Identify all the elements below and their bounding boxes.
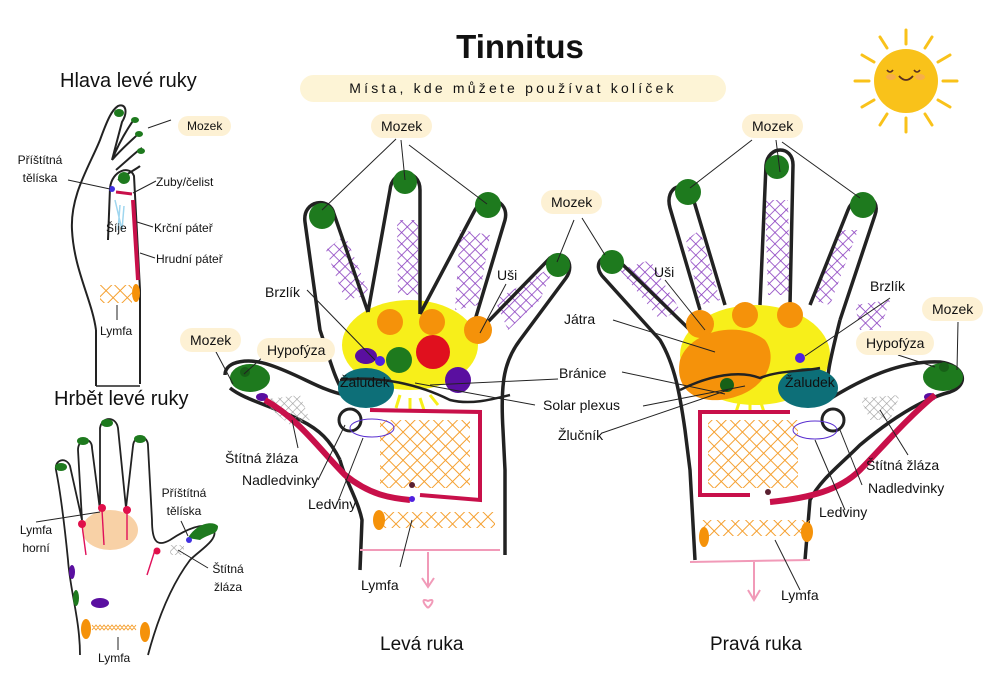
label-back-thyroid: Štítná žláza xyxy=(210,562,246,594)
label-back-parathyroid-line1: Příštítná xyxy=(161,486,207,500)
label-side-neck: Šíje xyxy=(106,221,127,235)
label-left-thymus: Brzlík xyxy=(265,284,300,300)
label-side-teeth: Zuby/čelist xyxy=(156,175,214,189)
left-hand-leader-lines xyxy=(214,138,575,568)
left-hand-drawing xyxy=(223,170,572,609)
side-hand-profile xyxy=(70,104,145,387)
label-left-ears: Uši xyxy=(497,267,518,283)
page-title: Tinnitus xyxy=(456,28,584,65)
label-left-adrenals: Nadledvinky xyxy=(242,472,319,488)
section-title-head-of-left-hand: Hlava levé ruky xyxy=(60,70,197,92)
label-left-brain-index: Mozek xyxy=(541,190,603,214)
label-back-thyroid-line1: Štítná xyxy=(212,562,244,576)
label-side-parathyroid: Příštítná tělíska xyxy=(15,153,65,185)
label-right-thymus: Brzlík xyxy=(870,278,905,294)
label-gallbladder: Žlučník xyxy=(558,427,604,443)
label-back-upper-lymph-line1: Lymfa xyxy=(19,523,53,537)
smiling-sun-icon xyxy=(853,28,959,134)
label-back-thyroid-line2: žláza xyxy=(213,580,242,594)
label-right-pituitary: Hypofýza xyxy=(856,331,935,355)
label-left-lymph: Lymfa xyxy=(361,577,399,593)
label-left-kidneys: Ledviny xyxy=(308,496,357,512)
label-liver: Játra xyxy=(564,311,596,327)
label-right-stomach: Žaludek xyxy=(785,374,835,390)
label-side-lymph: Lymfa xyxy=(100,324,133,338)
label-back-lymph: Lymfa xyxy=(98,651,131,665)
label-right-brain-top: Mozek xyxy=(742,114,804,138)
label-right-ears: Uši xyxy=(654,264,675,280)
side-back-leader-lines xyxy=(35,511,209,650)
label-left-stomach: Žaludek xyxy=(340,374,390,390)
label-right-brain-thumb: Mozek xyxy=(922,297,984,321)
label-side-parathyroid-line1: Příštítná xyxy=(17,153,63,167)
label-solar-plexus: Solar plexus xyxy=(543,397,621,413)
section-title-back-of-left-hand: Hrbět levé ruky xyxy=(54,388,189,410)
label-back-upper-lymph: Lymfa horní xyxy=(16,523,56,555)
label-side-thoracic-spine: Hrudní páteř xyxy=(156,252,223,266)
side-top-leader-lines xyxy=(67,119,172,320)
right-hand-drawing xyxy=(596,148,965,602)
label-right-adrenals: Nadledvinky xyxy=(868,480,945,496)
label-right-kidneys: Ledviny xyxy=(819,504,868,520)
right-hand-leader-lines xyxy=(581,139,959,591)
caption-right-hand: Pravá ruka xyxy=(710,634,802,655)
label-right-lymph: Lymfa xyxy=(781,587,819,603)
label-diaphragm: Bránice xyxy=(559,365,607,381)
label-side-cervical-spine: Krční páteř xyxy=(154,221,213,235)
caption-left-hand: Levá ruka xyxy=(380,634,464,655)
label-right-thyroid: Štítná žláza xyxy=(866,457,940,473)
label-left-brain-thumb: Mozek xyxy=(180,328,242,352)
label-side-parathyroid-line2: tělíska xyxy=(22,171,58,185)
side-hand-back xyxy=(54,418,218,656)
label-back-parathyroid: Příštítná tělíska xyxy=(158,486,210,518)
label-back-upper-lymph-line2: horní xyxy=(22,541,50,555)
label-side-brain: Mozek xyxy=(178,116,232,136)
label-left-brain-top: Mozek xyxy=(371,114,433,138)
page-subtitle: Místa, kde můžete používat kolíček xyxy=(300,75,726,102)
label-back-parathyroid-line2: tělíska xyxy=(166,504,202,518)
label-left-pituitary: Hypofýza xyxy=(257,338,336,362)
label-left-thyroid: Štítná žláza xyxy=(225,450,299,466)
